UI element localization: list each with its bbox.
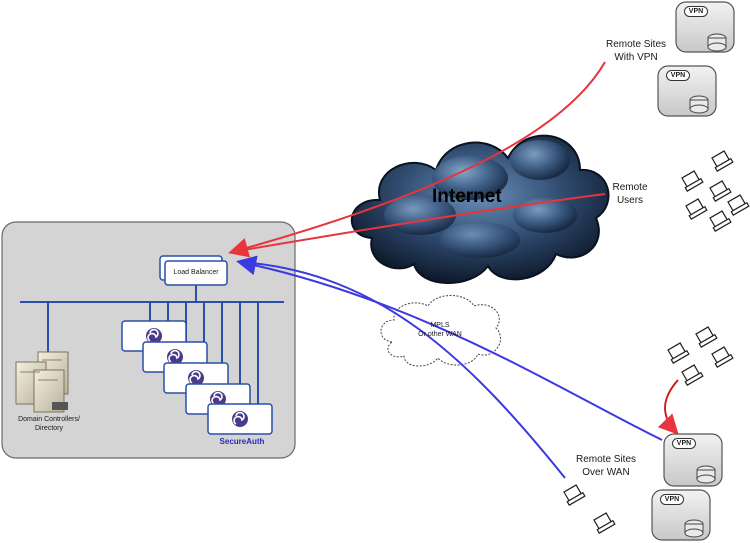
remote-user-link (657, 379, 679, 435)
remote-sites-wan-label-line1: Remote Sites (575, 454, 637, 465)
wan-links (236, 255, 663, 479)
internet-links (228, 61, 606, 258)
domain-controllers-label-line1: Domain Controllers/ (18, 416, 80, 423)
load-balancer-label: Load Balancer (173, 269, 219, 276)
mpls-label-line2: Or other WAN (418, 331, 462, 338)
vpn-badge-4: VPN (660, 494, 684, 505)
vpn-badge-2: VPN (666, 70, 690, 81)
load-balancer (159, 255, 228, 286)
appliance-5 (207, 403, 273, 435)
laptop-icons (563, 150, 750, 534)
remote-users-label-line1: Remote (612, 182, 648, 193)
mpls-label-line1: MPLS (430, 322, 450, 329)
internet-cloud (350, 134, 610, 284)
secureauth-appliances (121, 320, 273, 435)
remote-sites-vpn-label-line1: Remote Sites (605, 39, 667, 50)
secureauth-label: SecureAuth (219, 437, 265, 446)
domain-controllers-label-line2: Directory (34, 425, 63, 432)
vpn-badge-3: VPN (672, 438, 696, 449)
remote-sites-vpn-label-line2: With VPN (614, 52, 658, 63)
remote-sites-wan-label-line2: Over WAN (582, 467, 630, 478)
internet-label: Internet (432, 186, 502, 207)
vpn-badge-1: VPN (684, 6, 708, 17)
remote-users-label-line2: Users (616, 195, 644, 206)
domain-controller-servers (15, 351, 69, 413)
